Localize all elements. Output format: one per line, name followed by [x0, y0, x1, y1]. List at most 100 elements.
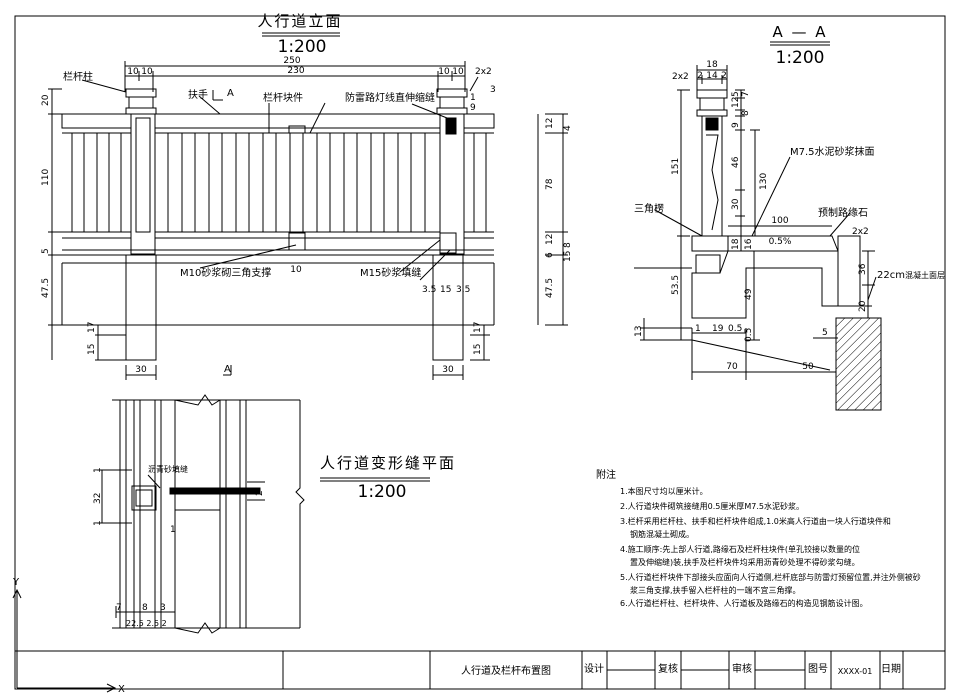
svg-text:17: 17	[87, 322, 97, 333]
svg-text:9: 9	[731, 122, 741, 128]
notes-block: 附注 1.本图尺寸均以厘米计。 2.人行道块件砌筑接缝用0.5厘米厚M7.5水泥…	[596, 468, 921, 608]
note-line: 5.人行道栏杆块件下部接头应面向人行道侧,栏杆底部与防雷灯预留位置,并注外侧被砂	[620, 572, 921, 582]
note-line: 4.施工顺序:先上部人行道,路缘石及栏杆柱块件(单孔铰接以数量的位	[620, 544, 860, 554]
svg-text:7: 7	[741, 91, 751, 97]
ucs-axis-icon: Y X	[12, 577, 125, 695]
svg-text:1: 1	[93, 467, 103, 473]
svg-text:10: 10	[452, 67, 464, 77]
svg-text:151: 151	[671, 158, 681, 175]
plan-view: 人行道变形缝平面 1:200 沥青砂填缝 1 32 1 2 1 7 8 3 22…	[93, 394, 456, 634]
label-mortar: M7.5水泥砂浆抹面	[790, 145, 875, 158]
svg-text:49: 49	[744, 288, 754, 300]
svg-text:0.5: 0.5	[744, 328, 754, 342]
svg-text:6: 6	[545, 252, 555, 258]
svg-text:32: 32	[93, 493, 103, 504]
design-label: 设计	[584, 662, 604, 675]
svg-text:1: 1	[695, 324, 701, 334]
svg-text:8: 8	[741, 110, 751, 116]
axis-y-label: Y	[12, 577, 20, 588]
note-line: 3.栏杆采用栏杆柱、扶手和栏杆块件组成,1.0米高人行道由一块人行道块件和	[620, 516, 891, 526]
svg-text:18: 18	[706, 60, 718, 70]
svg-text:15: 15	[563, 251, 573, 262]
note-line: 钢筋混凝土砌成。	[630, 529, 694, 539]
label-anticorrosion: 防雷路灯线直伸缩缝	[345, 91, 435, 104]
svg-text:1: 1	[470, 93, 476, 103]
title-block: 人行道及栏杆布置图 设计 复核 审核 图号 XXXX-01 日期	[282, 651, 904, 689]
svg-text:0.5: 0.5	[728, 324, 742, 334]
elevation-title: 人行道立面	[257, 12, 342, 30]
svg-text:3.5: 3.5	[456, 285, 470, 295]
svg-text:3: 3	[160, 603, 166, 613]
svg-text:30: 30	[135, 365, 147, 375]
svg-text:10: 10	[127, 67, 139, 77]
label-m15: M15砂浆填缝	[360, 266, 421, 279]
svg-text:12: 12	[545, 118, 555, 129]
svg-text:46: 46	[731, 156, 741, 168]
label-handrail: 扶手	[188, 88, 208, 101]
svg-text:130: 130	[759, 173, 769, 190]
svg-text:12: 12	[731, 97, 741, 108]
svg-text:230: 230	[287, 66, 304, 76]
svg-text:16: 16	[744, 238, 754, 250]
svg-text:70: 70	[726, 362, 738, 372]
review-label: 复核	[658, 662, 678, 675]
svg-text:50: 50	[802, 362, 814, 372]
section-scale: 1:200	[776, 48, 825, 68]
svg-text:17: 17	[473, 322, 483, 333]
svg-text:2: 2	[697, 71, 703, 81]
svg-text:5: 5	[41, 248, 51, 254]
svg-text:3.5: 3.5	[422, 285, 436, 295]
svg-text:100: 100	[771, 216, 788, 226]
date-label: 日期	[881, 663, 901, 675]
section-title: A — A	[772, 23, 827, 41]
svg-text:5: 5	[731, 91, 741, 97]
note-line: 6.人行道栏杆柱、栏杆块件、人行道板及路缘石的构造见钢筋设计图。	[620, 598, 868, 608]
svg-text:2x2: 2x2	[672, 72, 689, 82]
elevation-scale: 1:200	[278, 37, 327, 57]
svg-text:12: 12	[545, 234, 555, 245]
svg-text:15: 15	[87, 344, 97, 355]
svg-text:36: 36	[858, 263, 868, 275]
svg-text:14: 14	[706, 71, 718, 81]
section-aa-view: A — A 1:200 M7.5水泥砂浆抹面 预制路缘石 三角楞 22cm 混凝…	[634, 23, 945, 411]
label-concrete-rest: 混凝土面层	[905, 270, 945, 280]
svg-text:78: 78	[545, 178, 555, 190]
svg-text:13: 13	[634, 326, 644, 337]
svg-text:30: 30	[442, 365, 454, 375]
note-line: 2.人行道块件砌筑接缝用0.5厘米厚M7.5水泥砂浆。	[620, 501, 804, 511]
svg-text:47.5: 47.5	[545, 278, 555, 298]
svg-text:47.5: 47.5	[41, 278, 51, 298]
label-concrete: 22cm	[877, 270, 905, 281]
svg-text:10: 10	[141, 67, 153, 77]
axis-x-label: X	[118, 684, 125, 695]
note-line: 置及伸缩缝)装,扶手及栏杆块件均采用沥青砂处理不得砂浆勾缝。	[630, 557, 860, 567]
plan-title: 人行道变形缝平面	[320, 454, 456, 472]
svg-text:20: 20	[41, 94, 51, 106]
label-precast: 预制路缘石	[818, 206, 868, 219]
svg-text:3: 3	[490, 85, 496, 95]
svg-text:22.5 2.5 2: 22.5 2.5 2	[126, 619, 167, 628]
drawing-no-label: 图号	[808, 663, 828, 675]
svg-text:19: 19	[712, 324, 724, 334]
label-rail-piece: 栏杆块件	[263, 91, 303, 104]
svg-text:18: 18	[731, 238, 741, 250]
svg-text:15: 15	[440, 285, 451, 295]
notes-heading: 附注	[596, 468, 616, 481]
svg-text:1: 1	[170, 525, 176, 535]
elevation-view: 人行道立面 1:200 A A 栏杆柱 扶手 栏杆块件 防雷路灯线直伸缩缝 M1…	[41, 12, 573, 380]
plan-label: 沥青砂填缝	[148, 464, 188, 474]
svg-text:10: 10	[438, 67, 450, 77]
label-post: 栏杆柱	[63, 70, 93, 83]
drawing-no-value: XXXX-01	[838, 667, 873, 676]
note-line: 浆三角支撑,扶手留入栏杆柱的一端不宜三角撑。	[630, 585, 801, 595]
drawing-name: 人行道及栏杆布置图	[461, 664, 551, 677]
svg-text:53.5: 53.5	[671, 275, 681, 295]
drawing-frame	[14, 15, 946, 690]
svg-text:9: 9	[470, 103, 476, 113]
svg-text:0.5%: 0.5%	[769, 237, 792, 247]
svg-text:8: 8	[563, 242, 573, 248]
note-line: 1.本图尺寸均以厘米计。	[620, 486, 708, 496]
label-triangle: 三角楞	[634, 202, 664, 215]
svg-text:4: 4	[563, 125, 573, 131]
